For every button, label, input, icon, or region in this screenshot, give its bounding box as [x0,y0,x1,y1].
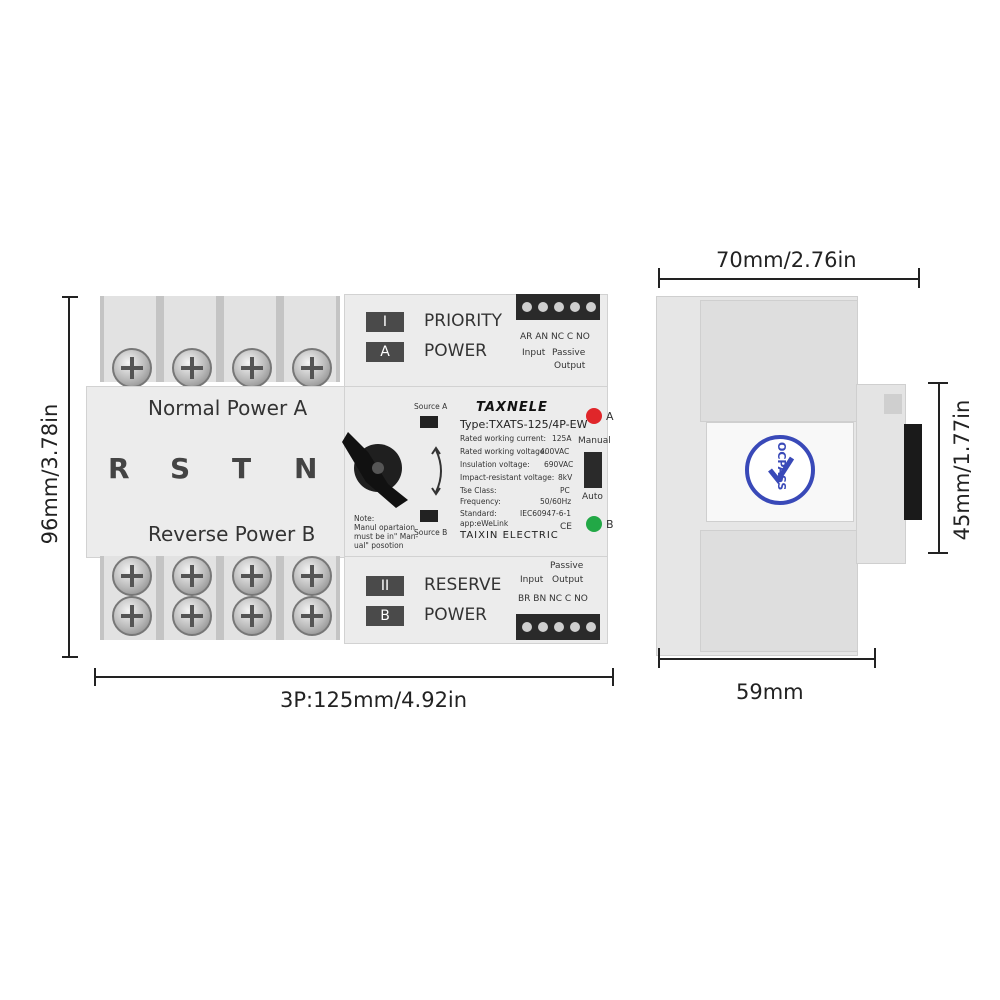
side-top-width-label: 70mm/2.76in [716,248,857,272]
phase-n: N [294,452,318,485]
phase-s: S [170,452,191,485]
spec-value: 50/60Hz [540,497,572,506]
badge-reserve: II [366,576,404,596]
top-term-labels: AR AN NC C NO [520,332,590,342]
screw-icon [112,348,152,388]
spec-key: app:eWeLink [460,519,509,528]
note-line-3: must be in" Man- [354,532,419,541]
front-height-line [68,296,70,656]
screw-icon [112,556,152,596]
spec-key: Rated working current: [460,434,547,443]
spec-key: Insulation voltage: [460,460,530,469]
led-a-icon [586,408,602,424]
bottom-input: Input [520,575,544,585]
led-b-label: B [606,518,614,531]
top-input: Input [522,348,546,358]
side-top-tick-right [918,268,920,288]
front-height-label: 96mm/3.78in [38,403,62,545]
normal-power-label: Normal Power A [148,396,308,420]
terminal-block-top [516,294,600,320]
top-passive: Passive [552,348,586,358]
screw-icon [232,596,272,636]
reserve-label: RESERVE [424,575,502,595]
bottom-passive: Passive [550,561,584,571]
manual-auto-switch[interactable] [584,452,602,488]
led-b-icon [586,516,602,532]
badge-b: B [366,606,404,626]
source-a-label: Source A [414,402,448,411]
screw-icon [292,556,332,596]
power-b-label: POWER [424,605,487,625]
led-a-label: A [606,410,614,423]
note-line-4: ual" posotion [354,541,404,550]
source-b-label: Source B [414,528,448,537]
reverse-power-label: Reverse Power B [148,522,316,546]
side-bottom-width-line [658,658,876,660]
front-width-tick-right [612,668,614,686]
side-lower-step [700,530,858,652]
side-bottom-width-label: 59mm [736,680,804,704]
spec-value: PC [560,486,570,495]
side-height-label: 45mm/1.77in [950,399,974,541]
selector-knob-icon[interactable] [338,420,418,510]
brand-logo: TAXNELE [476,400,548,415]
bottom-output: Output [552,575,584,585]
side-top-width-line [658,278,920,280]
side-height-line [938,382,940,554]
front-width-line [94,676,614,678]
phase-r: R [108,452,130,485]
spec-key: Tse Class: [460,486,497,495]
spec-value: 125A [552,434,572,443]
screw-icon [172,348,212,388]
side-height-tick-top [928,382,948,384]
spec-value: IEC60947-6-1 [520,509,572,518]
source-b-window [420,510,438,522]
side-bottom-tick-left [658,648,660,668]
screw-icon [232,556,272,596]
side-bottom-tick-right [874,648,876,668]
side-upper-step [700,300,858,422]
badge-a: A [366,342,404,362]
sticker-text: OCPASS [775,442,788,491]
ce-mark: CE [560,522,572,532]
auto-label: Auto [582,492,603,502]
screw-icon [232,348,272,388]
spec-value: 400VAC [540,447,570,456]
badge-priority: I [366,312,404,332]
spec-value: 690VAC [544,460,574,469]
qc-pass-seal-icon [745,435,815,505]
top-output: Output [554,361,586,371]
screw-icon [172,596,212,636]
front-width-label: 3P:125mm/4.92in [280,688,468,712]
side-top-tick-left [658,268,660,288]
spec-key: Frequency: [460,497,501,506]
screw-icon [172,556,212,596]
note-line-1: Note: [354,514,375,523]
source-a-window [420,416,438,428]
spec-key: Impact-resistant voltage: [460,473,555,482]
front-height-tick-bottom [62,656,78,658]
main-panel [86,386,348,558]
side-clip-notch [884,394,902,414]
terminal-block-bottom [516,614,600,640]
front-width-tick-left [94,668,96,686]
manual-label: Manual [578,436,611,446]
note-line-2: Manul opartaion [354,523,416,532]
spec-value: 8kV [558,473,573,482]
model-type: Type:TXATS-125/4P-EW [460,418,588,431]
screw-icon [292,596,332,636]
side-knob [904,424,922,520]
side-height-tick-bottom [928,552,948,554]
maker-name: TAIXIN ELECTRIC [460,530,559,541]
spec-key: Rated working voltage: [460,447,548,456]
screw-icon [292,348,332,388]
phase-t: T [232,452,252,485]
spec-key: Standard: [460,509,497,518]
rotation-arrow-icon [431,446,442,496]
power-a-label: POWER [424,341,487,361]
priority-label: PRIORITY [424,311,503,331]
front-height-tick-top [62,296,78,298]
bottom-term-labels: BR BN NC C NO [518,594,588,604]
screw-icon [112,596,152,636]
